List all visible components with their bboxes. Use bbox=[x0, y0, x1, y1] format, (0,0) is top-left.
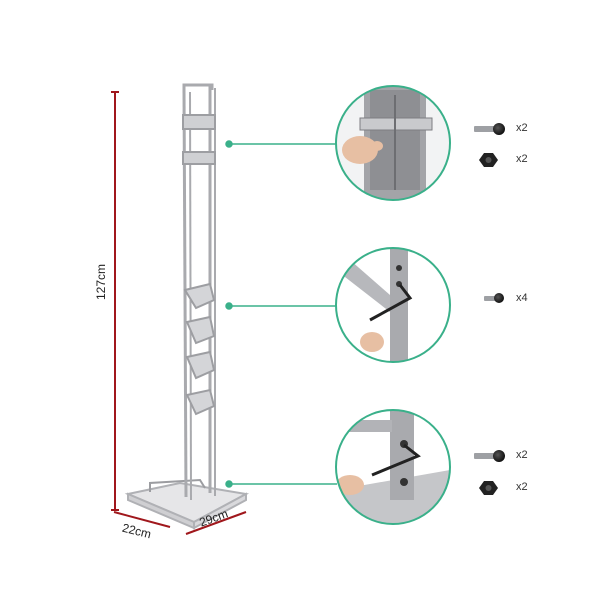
depth-dimension-line bbox=[113, 511, 171, 528]
hardware-1-nut-qty: x2 bbox=[516, 153, 528, 165]
bolt-icon bbox=[474, 450, 505, 462]
leader-lines bbox=[225, 140, 337, 488]
detail-circle-2 bbox=[335, 247, 451, 363]
vacuum-stand bbox=[124, 83, 250, 530]
hardware-3-bolt-qty: x2 bbox=[516, 449, 528, 461]
height-label: 127cm bbox=[94, 263, 108, 300]
screw-icon bbox=[484, 293, 504, 303]
hardware-3-nut-qty: x2 bbox=[516, 481, 528, 493]
nut-icon bbox=[479, 153, 498, 167]
bolt-icon bbox=[474, 123, 505, 135]
height-dimension-line bbox=[111, 91, 119, 511]
hardware-1-bolt-qty: x2 bbox=[516, 122, 528, 134]
detail-circle-1 bbox=[335, 85, 451, 201]
detail-circle-3 bbox=[335, 409, 451, 525]
width-dimension-line bbox=[185, 511, 247, 535]
hardware-2-screw-qty: x4 bbox=[516, 292, 528, 304]
nut-icon bbox=[479, 481, 498, 495]
